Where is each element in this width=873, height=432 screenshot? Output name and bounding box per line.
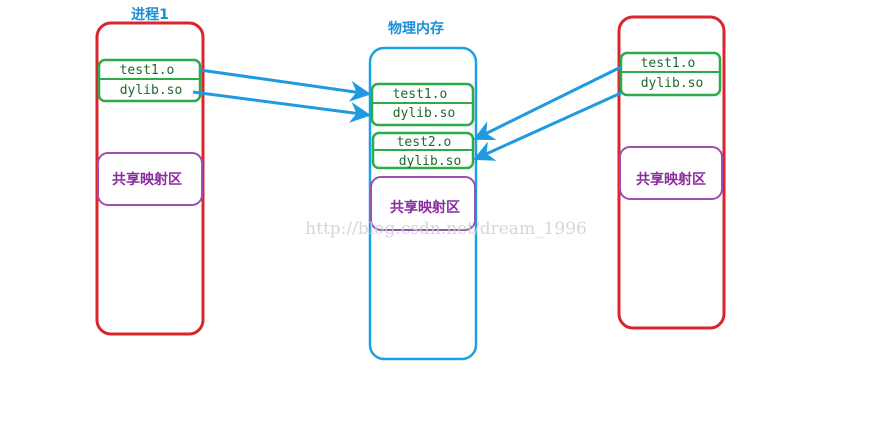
process1-module-dylib: dylib.so [120, 83, 183, 98]
process1-shared-region [97, 152, 203, 206]
memory-module-group-a [370, 82, 475, 127]
memory-shared-label: 共享映射区 [390, 199, 460, 216]
process2-module-test1: test1.o [641, 56, 696, 71]
process1-module-group [97, 58, 202, 103]
process2-module-dylib: dylib.so [641, 76, 704, 91]
arrow-process1-test1-to-memory [199, 68, 372, 102]
memory-module-dylib-b: dylib.so [399, 154, 462, 169]
arrow-process1-dylib-to-memory [192, 90, 372, 123]
physical-memory-title: 物理内存 [388, 20, 444, 37]
memory-shared-region [370, 176, 476, 231]
watermark: http://blog.csdn.net/dream_1996 [305, 219, 587, 239]
process1-shared-label: 共享映射区 [112, 171, 182, 188]
process2-shared-region [619, 146, 723, 200]
arrow-process2-test1-to-memory [473, 65, 622, 141]
process2-module-group [619, 51, 722, 97]
memory-module-dylib-a: dylib.so [393, 106, 456, 121]
memory-module-test1: test1.o [393, 87, 448, 102]
process1-module-test1: test1.o [120, 63, 175, 78]
arrow-process2-dylib-to-memory [473, 91, 622, 161]
process1-title: 进程1 [131, 7, 169, 23]
memory-module-test2: test2.o [397, 135, 452, 150]
process2-shared-label: 共享映射区 [636, 171, 706, 188]
